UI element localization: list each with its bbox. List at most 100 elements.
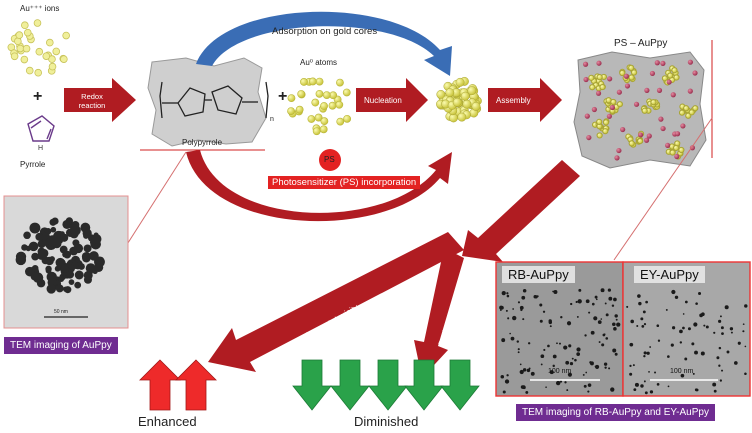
particle	[615, 318, 618, 321]
particle	[616, 147, 622, 154]
particle	[600, 318, 603, 320]
tem-rb-scale-label: 100 nm	[548, 368, 572, 375]
particle	[48, 62, 57, 71]
particle	[72, 239, 80, 247]
particle	[595, 298, 598, 301]
particle	[611, 304, 615, 307]
particle	[620, 126, 626, 133]
particle	[687, 88, 693, 94]
particle	[307, 115, 316, 123]
particle	[549, 370, 554, 375]
ps-aupy-label: PS – AuPpy	[614, 38, 668, 49]
particle	[588, 74, 595, 81]
particle	[671, 67, 678, 74]
particle	[74, 281, 82, 289]
particle	[69, 246, 79, 256]
particle	[35, 47, 44, 56]
polypyrrole-structure-icon	[159, 81, 269, 119]
particle	[691, 342, 695, 346]
particle	[89, 251, 99, 261]
particle	[586, 134, 592, 141]
particle	[584, 334, 587, 337]
particle	[724, 305, 729, 310]
particle	[539, 303, 543, 307]
particle	[512, 308, 515, 310]
particle	[509, 332, 511, 335]
particle	[576, 315, 579, 318]
particle	[548, 320, 553, 325]
particle	[567, 372, 572, 377]
particle	[462, 99, 472, 109]
particle	[300, 78, 308, 86]
particle	[60, 264, 69, 273]
particle	[471, 101, 481, 111]
particle	[540, 354, 545, 359]
particle	[633, 101, 640, 107]
particle	[596, 60, 602, 66]
particle	[616, 101, 624, 108]
particle	[694, 388, 698, 392]
particle	[41, 256, 50, 265]
particle	[718, 346, 722, 350]
particle	[594, 295, 598, 299]
tem-ey-particles	[626, 289, 748, 395]
particle	[682, 313, 685, 315]
particle	[522, 368, 527, 372]
particle	[601, 343, 605, 347]
redox-label: Redox reaction	[78, 92, 106, 110]
particle	[650, 99, 657, 106]
particle	[737, 341, 741, 345]
particle	[605, 337, 609, 340]
ps-incorporation-arrow	[186, 150, 452, 222]
particle	[720, 326, 724, 330]
particle	[566, 389, 569, 392]
particle	[521, 295, 526, 300]
particle	[610, 98, 617, 106]
particle	[628, 64, 635, 71]
particle	[308, 77, 317, 86]
up-arrow-2	[175, 359, 217, 411]
particle	[608, 296, 613, 301]
particle	[552, 290, 554, 293]
particle	[640, 384, 644, 388]
particle	[44, 228, 52, 235]
particle	[607, 288, 612, 292]
redox-arrow	[64, 78, 136, 122]
particle	[591, 302, 595, 306]
particle	[692, 105, 699, 112]
particle	[10, 52, 19, 61]
au-ions-label: Au⁺⁺⁺ ions	[20, 4, 60, 13]
particle	[637, 132, 644, 138]
particle	[596, 74, 603, 81]
particle	[596, 132, 603, 139]
particle	[540, 363, 543, 366]
tem-aupy-scale-label: 50 nm	[54, 309, 68, 315]
particle	[671, 289, 676, 295]
tem-ey-scale-label: 100 nm	[670, 368, 694, 375]
tem-ey-label: EY-AuPpy	[634, 266, 705, 283]
particle	[701, 312, 705, 317]
particle	[21, 21, 29, 30]
particle	[680, 123, 686, 129]
particle	[28, 241, 39, 252]
particle	[656, 324, 660, 328]
particle	[566, 321, 572, 326]
particle	[47, 235, 58, 247]
particle	[744, 304, 748, 308]
particle	[674, 131, 681, 137]
particle	[507, 317, 510, 320]
particle	[588, 311, 591, 314]
particle	[628, 140, 635, 147]
particle	[517, 348, 520, 351]
au-ion-cluster	[7, 19, 70, 77]
diminished-label: Diminished	[354, 414, 419, 429]
assembly-arrow	[488, 78, 562, 122]
particle	[52, 47, 61, 56]
particle	[657, 339, 661, 342]
particle	[667, 355, 670, 358]
particle	[612, 348, 617, 353]
particle	[37, 239, 46, 249]
particle	[552, 354, 557, 359]
particle	[726, 350, 730, 354]
particle	[560, 316, 563, 319]
